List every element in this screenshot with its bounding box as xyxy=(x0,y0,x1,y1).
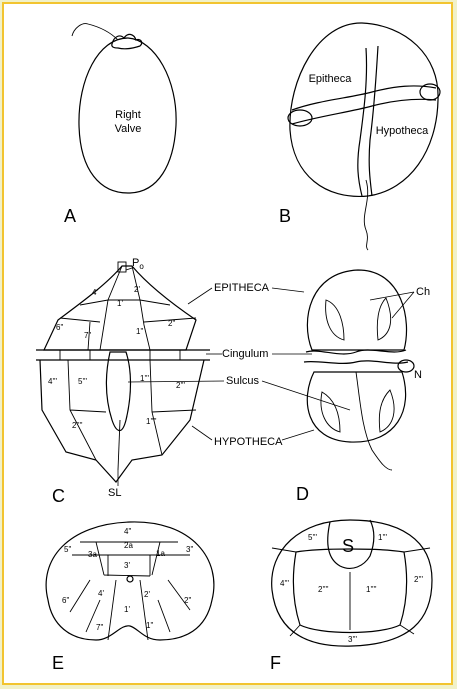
chloroplast-right-d xyxy=(377,298,390,340)
panel-e: 4" 5" 3a 2a 1a 3" 3' 4' 2' 1' 6" 2" 7" 1… xyxy=(46,522,214,673)
plate-7pp-c: 7" xyxy=(84,331,91,340)
panel-letter-b: B xyxy=(279,206,291,226)
sulcus-label-c: Sulcus xyxy=(226,375,260,387)
right-valve-label-1: Right xyxy=(115,109,141,121)
sulcus-b2 xyxy=(369,46,378,196)
plate-4pp-e: 4" xyxy=(124,527,131,536)
plate-1pppp-f: 1'''' xyxy=(366,585,377,594)
right-valve-label-2: Valve xyxy=(115,123,142,135)
plate-1pppp-c: 1'''' xyxy=(146,417,157,426)
hypocone-chloro-right xyxy=(379,390,394,432)
panel-c: 4' 1' 2' 6" 7" 1" 2" 4''' 5''' 1''' 2'''… xyxy=(36,257,350,506)
flagellum-a xyxy=(72,24,118,40)
plate-2p-c: 2' xyxy=(134,285,140,294)
plate-4p-e: 4' xyxy=(98,589,104,598)
hypocone-d xyxy=(307,372,405,442)
plate-4ppp-f: 4''' xyxy=(280,579,290,588)
flagellum-b xyxy=(364,180,368,250)
epitheca-outline-c xyxy=(44,266,196,350)
plate-2ppp-right-c: 2''' xyxy=(176,381,186,390)
sulcus-leader-d xyxy=(262,381,350,410)
plate-4ppp-c: 4''' xyxy=(48,377,58,386)
hypotheca-leader xyxy=(192,426,212,440)
hypotheca-leader-d xyxy=(282,430,314,440)
plate-1pp-c: 1" xyxy=(136,327,143,336)
hypotheca-label-b: Hypotheca xyxy=(376,125,429,137)
plate-3a-e: 3a xyxy=(88,550,97,559)
panel-a: Right Valve A xyxy=(64,24,176,226)
ch-leaders xyxy=(370,292,414,318)
plate-5ppp-f: 5''' xyxy=(308,533,318,542)
hypotheca-outline-c xyxy=(40,360,204,482)
plate-2p-e: 2' xyxy=(144,590,150,599)
plate-3pp-e: 3" xyxy=(186,545,193,554)
chloroplast-left-d xyxy=(326,300,344,340)
apical-knot xyxy=(112,34,142,48)
apical-pore-e xyxy=(127,576,133,582)
panel-b: Epitheca Hypotheca B xyxy=(279,23,440,250)
n-label-d: N xyxy=(414,369,422,381)
plate-s-f: S xyxy=(342,536,354,556)
po-label: Po xyxy=(132,257,144,271)
po-sub: o xyxy=(139,262,144,271)
hypocone-chloro-left xyxy=(321,392,340,432)
plate-3ppp-f: 3''' xyxy=(348,635,358,644)
panel-letter-e: E xyxy=(52,653,64,673)
plate-1ppp-f: 1''' xyxy=(378,533,388,542)
sulcal-list xyxy=(118,420,120,470)
plate-3p-e: 3' xyxy=(124,561,130,570)
nucleus-d xyxy=(398,360,414,372)
ch-label-d: Ch xyxy=(416,286,430,298)
plate-1p-c: 1' xyxy=(117,299,123,308)
cingulum-label-c: Cingulum xyxy=(222,348,268,360)
panel-f: 5''' S 1''' 4''' 2'''' 1'''' 2''' 3''' F xyxy=(270,520,432,673)
plate-2pp-c: 2" xyxy=(168,319,175,328)
plate-6pp-e: 6" xyxy=(62,596,69,605)
panel-letter-f: F xyxy=(270,653,281,673)
plate-5pp-e: 5" xyxy=(64,545,71,554)
plate-2pppp-c: 2'''' xyxy=(72,421,83,430)
po-main: P xyxy=(132,257,139,269)
flagellar-loop-left xyxy=(288,110,312,126)
panel-letter-d: D xyxy=(296,484,309,504)
plate-2pppp-f: 2'''' xyxy=(318,585,329,594)
epitheca-plate-lines xyxy=(60,266,196,350)
plate-1pp-e: 1" xyxy=(146,621,153,630)
epitheca-label-c: EPITHECA xyxy=(214,282,270,294)
plate-2a-e: 2a xyxy=(124,541,133,550)
hypotheca-plate-lines xyxy=(68,360,196,460)
plate-2ppp-f: 2''' xyxy=(414,575,424,584)
epitheca-leader-d xyxy=(272,288,304,292)
plate-4p-c: 4' xyxy=(92,288,98,297)
plate-1a-e: 1a xyxy=(156,549,165,558)
sulcus-b xyxy=(358,48,367,196)
plate-1p-e: 1' xyxy=(124,605,130,614)
sulcus-c xyxy=(107,352,131,431)
epitheca-label-b: Epitheca xyxy=(309,73,353,85)
plate-7pp-e: 7" xyxy=(96,623,103,632)
flagellum-d xyxy=(356,372,392,470)
apical-view-outline-e xyxy=(46,522,214,640)
panel-letter-c: C xyxy=(52,486,65,506)
po-leader xyxy=(126,268,132,270)
epitheca-leader xyxy=(188,288,212,304)
hypotheca-label-c: HYPOTHECA xyxy=(214,436,283,448)
epicone-d xyxy=(307,270,406,350)
sl-label: SL xyxy=(108,487,121,499)
plate-6pp-c: 6" xyxy=(56,323,63,332)
cingulum-d xyxy=(304,350,408,363)
flagellar-loop-right xyxy=(420,84,440,100)
plate-5ppp-c: 5''' xyxy=(78,377,88,386)
panel-d: Ch N D xyxy=(296,270,430,504)
panel-letter-a: A xyxy=(64,206,76,226)
plate-2pp-e: 2" xyxy=(184,596,191,605)
